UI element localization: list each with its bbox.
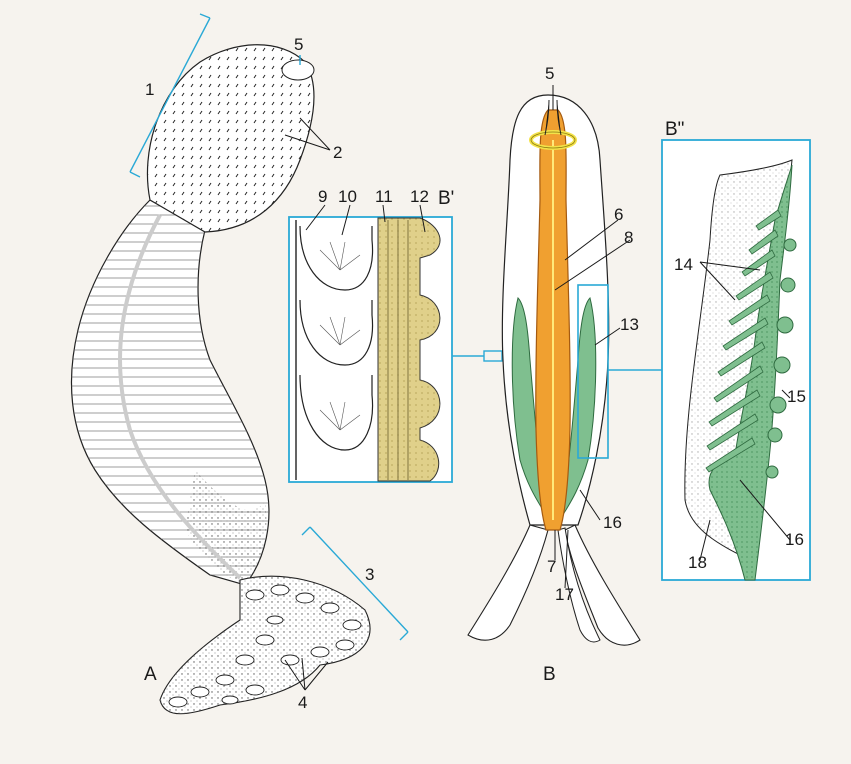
inset-b-double-prime	[661, 139, 811, 581]
label-12: 12	[410, 187, 429, 206]
panel-label-a: A	[144, 664, 157, 685]
inset-b-prime	[288, 204, 453, 483]
caudal-appendage	[159, 575, 371, 715]
label-3: 3	[365, 565, 374, 584]
label-15: 15	[787, 387, 806, 406]
label-17: 17	[555, 585, 574, 604]
label-11: 11	[375, 187, 393, 206]
panel-label-b-double-prime: B"	[665, 119, 684, 140]
bracket-1	[129, 13, 211, 178]
label-14: 14	[674, 255, 693, 274]
label-16a: 16	[603, 513, 622, 532]
label-2: 2	[333, 143, 342, 162]
label-16b: 16	[785, 530, 804, 549]
label-6: 6	[614, 205, 623, 224]
label-5a: 5	[294, 35, 303, 54]
figure-a-animal	[70, 13, 409, 715]
label-1: 1	[145, 80, 154, 99]
label-4: 4	[298, 693, 307, 712]
label-7: 7	[547, 557, 556, 576]
panel-label-b-prime: B'	[438, 188, 454, 209]
figure-b-section	[467, 85, 641, 646]
label-13: 13	[620, 315, 639, 334]
label-9: 9	[318, 187, 327, 206]
bracket-3	[301, 526, 409, 641]
label-8: 8	[624, 228, 633, 247]
label-18: 18	[688, 553, 707, 572]
label-10: 10	[338, 187, 357, 206]
panel-label-b: B	[543, 664, 556, 685]
label-5b: 5	[545, 64, 554, 83]
